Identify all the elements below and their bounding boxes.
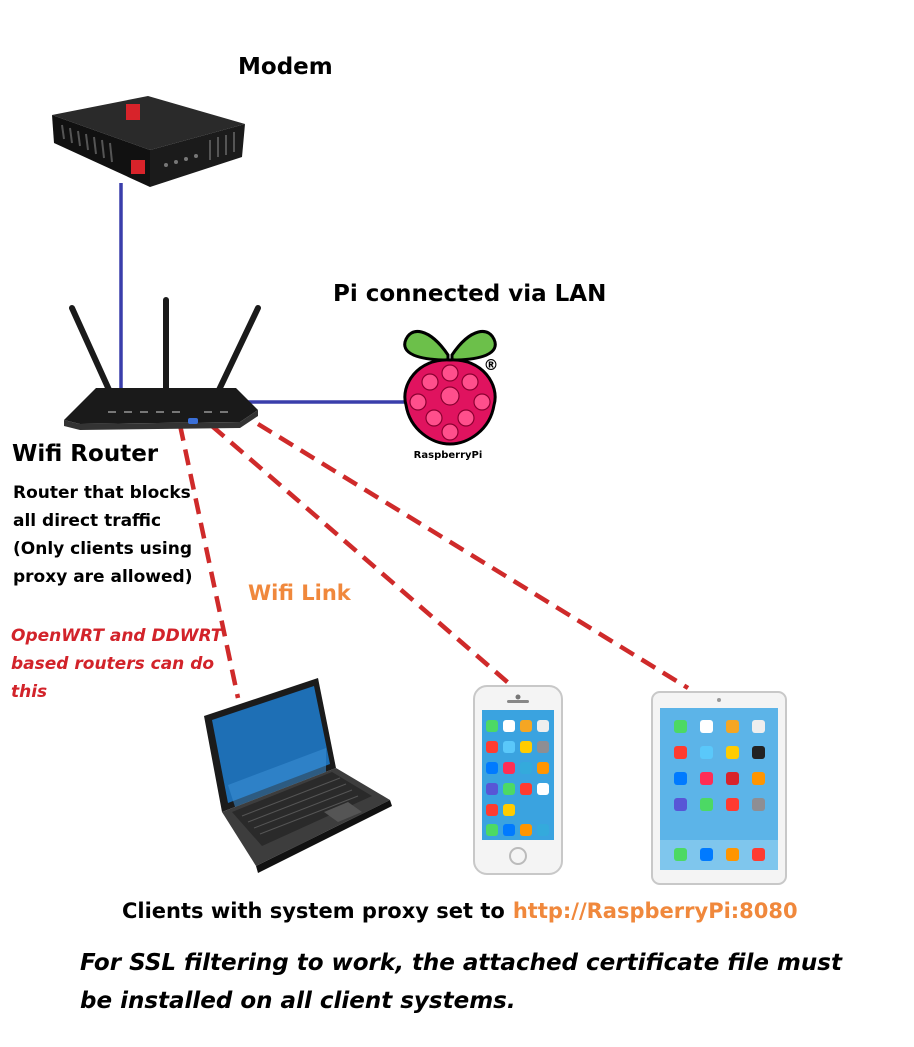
iphone-app-grid (486, 720, 549, 836)
ipad-app-grid (674, 720, 765, 861)
wifi-link-laptop (177, 424, 241, 699)
ssl-note: For SSL filtering to work, the attached … (80, 950, 842, 1014)
registered-mark: ® (484, 356, 499, 374)
raspberry-pi-logo: RaspberryPi ® (403, 330, 499, 461)
router-note: OpenWRT and DDWRT based routers can do t… (11, 626, 223, 702)
ipad-icon (651, 691, 787, 885)
pi-label: Pi connected via LAN (333, 281, 607, 307)
laptop-icon (204, 678, 392, 873)
router-label: Wifi Router (12, 441, 159, 467)
clients-text: Clients with system proxy set to (122, 899, 505, 923)
wifi-link-label: Wifi Link (248, 581, 351, 605)
wifi-link-ipad (256, 422, 690, 690)
clients-caption: Clients with system proxy set to http://R… (122, 899, 798, 923)
modem-brand-badge (126, 104, 140, 120)
router-description: Router that blocks all direct traffic (O… (13, 483, 193, 587)
iphone-icon (473, 685, 563, 875)
modem-label: Modem (238, 54, 333, 80)
wifi-links (177, 422, 690, 699)
raspberry-pi-wordmark: RaspberryPi (414, 450, 483, 461)
wifi-link-iphone (210, 424, 522, 695)
proxy-url: http://RaspberryPi:8080 (512, 899, 798, 923)
router-icon (64, 297, 261, 430)
modem-icon (52, 96, 245, 187)
